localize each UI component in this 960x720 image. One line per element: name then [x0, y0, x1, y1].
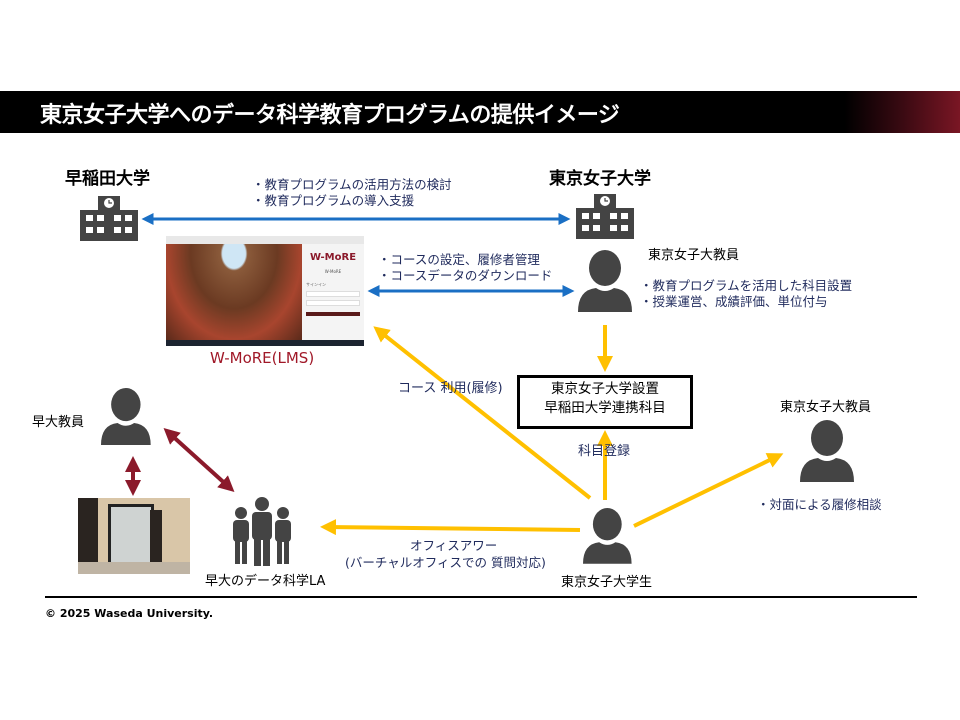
lms-signin: サインイン: [306, 282, 326, 287]
twcu-faculty-right-note: ・対面による履修相談: [757, 497, 882, 512]
faculty-note: ・授業運営、成績評価、単位付与: [640, 294, 828, 309]
person-icon-student: [583, 508, 632, 564]
waseda-faculty-label: 早大教員: [32, 415, 85, 430]
course-box: 東京女子大学設置 早稲田大学連携科目: [517, 375, 693, 429]
arrow-student-la: [320, 519, 581, 536]
lms-screenshot: W-MoRE W-MoRE サインイン: [166, 236, 364, 346]
faculty-note: ・教育プログラムを活用した科目設置: [640, 278, 853, 293]
person-icon-twcu-faculty: [578, 250, 632, 312]
support-notes: ・教育プログラムの活用方法の検討 ・教育プログラムの導入支援: [252, 177, 452, 209]
la-label: 早大のデータ科学LA: [205, 574, 326, 589]
lms-subtitle: W-MoRE: [324, 269, 342, 274]
course-box-line: 東京女子大学設置: [551, 381, 659, 397]
twcu-faculty-notes: ・教育プログラムを活用した科目設置 ・授業運営、成績評価、単位付与: [640, 278, 852, 310]
page-title: 東京女子大学へのデータ科学教育プログラムの提供イメージ: [40, 103, 620, 128]
office-hour-label: オフィスアワー: [410, 538, 498, 553]
building-icon-twcu: [576, 194, 634, 239]
arrow-faculty-la: [163, 427, 235, 493]
support-note: ・教育プログラムの導入支援: [252, 193, 415, 208]
arrow-student-lms: [373, 326, 592, 500]
group-icon-la: [233, 497, 291, 566]
person-icon-twcu-faculty-right: [800, 420, 854, 482]
title-bar: [0, 91, 960, 133]
office-hour-detail: (バーチャルオフィスでの 質問対応): [345, 555, 546, 570]
waseda-label: 早稲田大学: [65, 169, 150, 189]
copyright: © 2025 Waseda University.: [45, 607, 214, 620]
twcu-faculty-right-label: 東京女子大教員: [780, 400, 872, 415]
course-use-label: コース 利用(履修): [398, 381, 503, 396]
twcu-label: 東京女子大学: [549, 169, 651, 189]
lms-notes: ・コースの設定、履修者管理 ・コースデータのダウンロード: [378, 252, 552, 284]
lms-caption: W-MoRE(LMS): [210, 349, 315, 367]
person-icon-waseda-faculty: [101, 388, 151, 446]
course-box-line: 早稲田大学連携科目: [544, 400, 666, 416]
support-note: ・教育プログラムの活用方法の検討: [252, 177, 452, 192]
building-icon-waseda: [80, 196, 138, 241]
arrow-student-faculty: [633, 453, 784, 528]
student-label: 東京女子大学生: [561, 575, 653, 590]
footer-divider: [45, 596, 917, 598]
registration-label: 科目登録: [578, 444, 631, 459]
lms-logo: W-MoRE: [309, 252, 357, 263]
twcu-faculty-label: 東京女子大教員: [648, 248, 740, 263]
lms-note: ・コースデータのダウンロード: [378, 268, 553, 283]
office-photo: [78, 498, 190, 574]
lms-note: ・コースの設定、履修者管理: [378, 252, 540, 267]
